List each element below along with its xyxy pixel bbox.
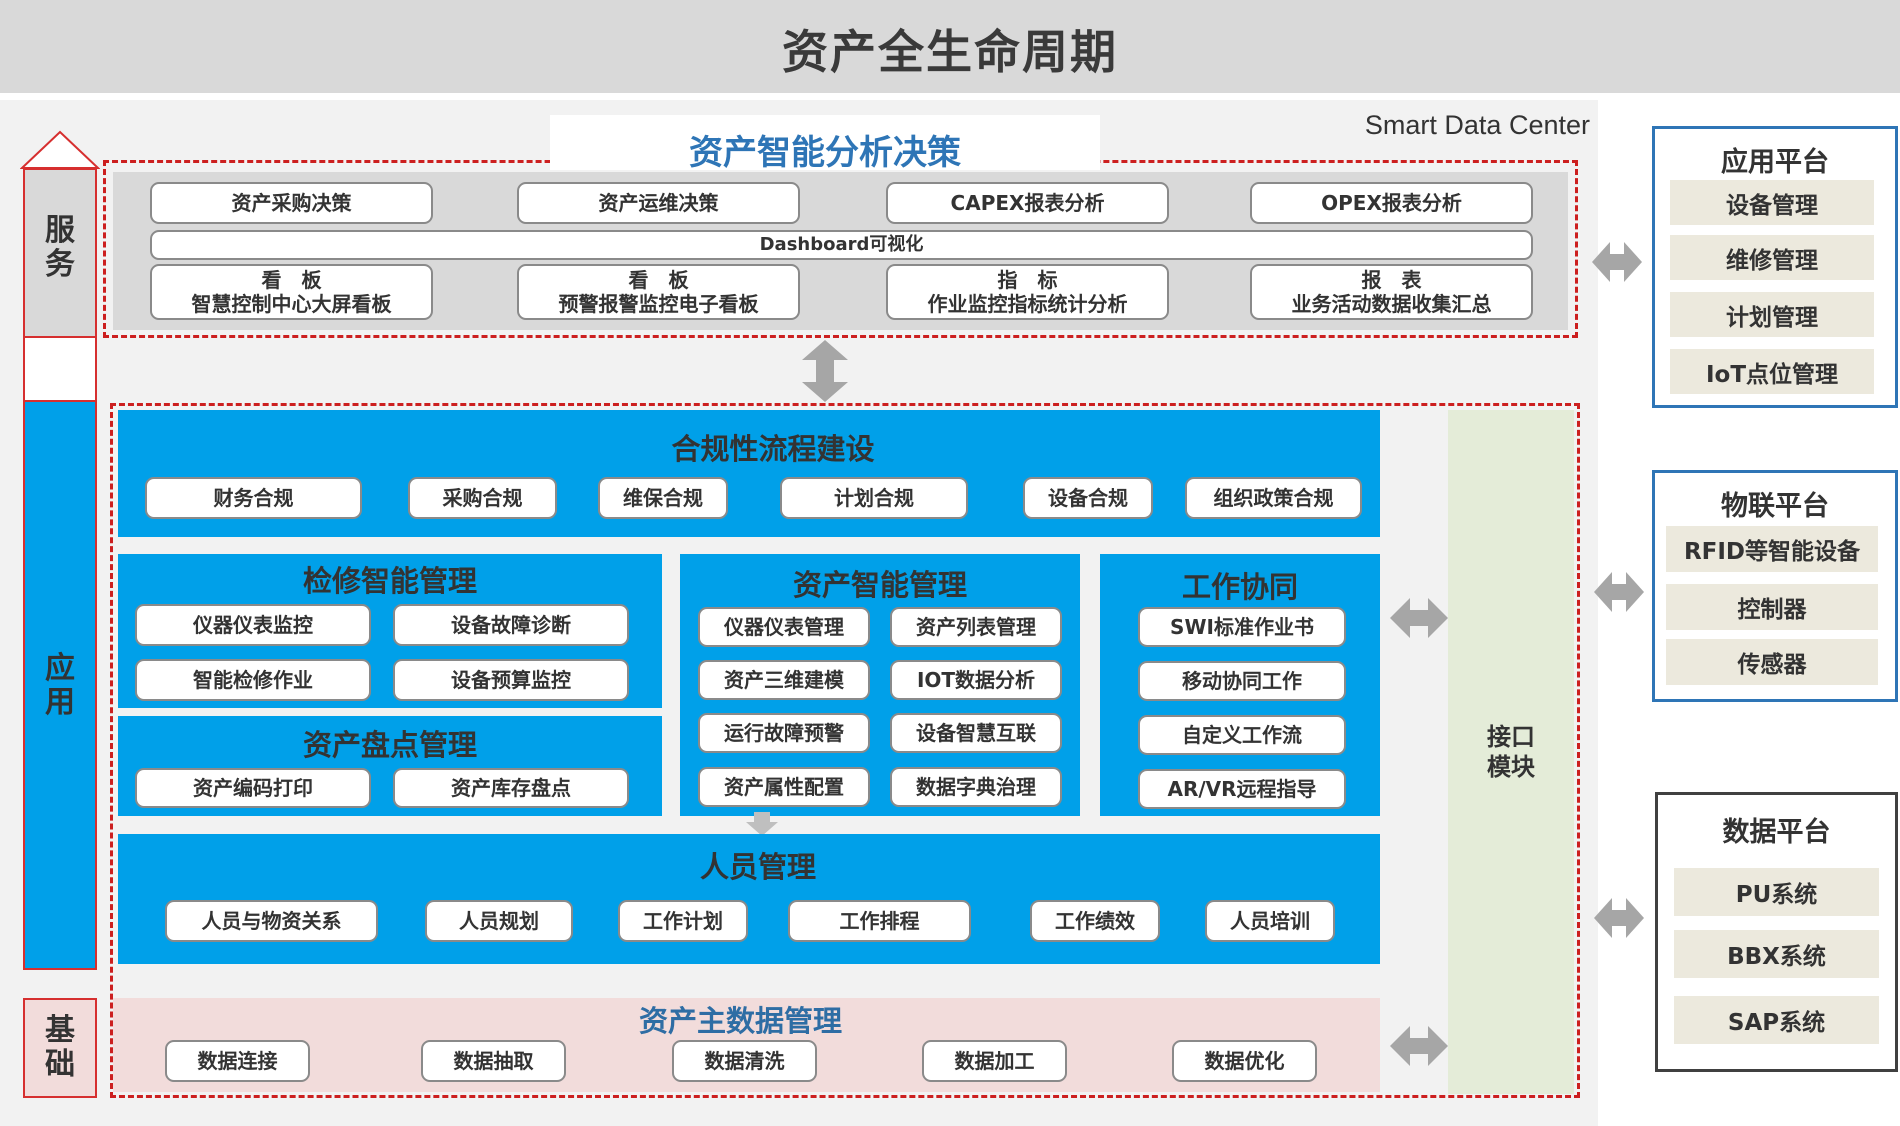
app-platform-title: 应用平台 <box>1721 147 1829 178</box>
decision-title-bg <box>550 115 1100 170</box>
master-data-item[interactable]: 数据连接 <box>165 1040 310 1082</box>
master-data-item[interactable]: 数据清洗 <box>672 1040 817 1082</box>
compliance-item[interactable]: 采购合规 <box>408 477 557 519</box>
sidebar-foundation <box>23 998 97 1098</box>
iot-platform-item[interactable]: 控制器 <box>1666 584 1878 630</box>
personnel-item[interactable]: 人员培训 <box>1205 900 1335 942</box>
master-data-item[interactable]: 数据加工 <box>922 1040 1067 1082</box>
data-platform-item[interactable]: PU系统 <box>1674 868 1879 916</box>
vertical-double-arrow <box>802 340 848 402</box>
decision-item[interactable]: OPEX报表分析 <box>1250 182 1533 224</box>
app-platform-item[interactable]: IoT点位管理 <box>1670 349 1874 394</box>
interface-line1: 接口 <box>1487 723 1535 751</box>
board-head: 看 板 <box>628 268 689 292</box>
board-sub: 业务活动数据收集汇总 <box>1291 292 1492 316</box>
board-sub: 智慧控制中心大屏看板 <box>191 292 392 316</box>
board-sub: 作业监控指标统计分析 <box>927 292 1128 316</box>
interface-module-label: 接口 模块 <box>1448 722 1574 786</box>
board-head: 报 表 <box>1361 268 1422 292</box>
interface-module <box>1448 410 1574 1094</box>
iot-platform-title: 物联平台 <box>1721 491 1829 522</box>
inventory-item[interactable]: 资产库存盘点 <box>393 768 629 808</box>
data-platform-item[interactable]: SAP系统 <box>1674 996 1879 1044</box>
interface-line2: 模块 <box>1487 753 1535 781</box>
sidebar-service-label: 服务 <box>45 213 75 282</box>
compliance-item[interactable]: 设备合规 <box>1023 477 1153 519</box>
decision-item[interactable]: 资产采购决策 <box>150 182 433 224</box>
board-head: 看 板 <box>261 268 322 292</box>
asset-intel-item[interactable]: IOT数据分析 <box>890 660 1062 700</box>
asset-intel-item[interactable]: 设备智慧互联 <box>890 713 1062 753</box>
application-section <box>110 403 1580 1098</box>
personnel-item[interactable]: 人员与物资关系 <box>165 900 378 942</box>
personnel-block <box>118 834 1380 964</box>
master-data-item[interactable]: 数据抽取 <box>421 1040 566 1082</box>
collab-item[interactable]: SWI标准作业书 <box>1138 607 1346 647</box>
iot-platform-item[interactable]: 传感器 <box>1666 639 1878 685</box>
page-title: 资产全生命周期 <box>782 25 1118 79</box>
collab-item[interactable]: 自定义工作流 <box>1138 715 1346 755</box>
down-arrow <box>746 812 778 836</box>
board-sub: 预警报警监控电子看板 <box>558 292 759 316</box>
decision-item[interactable]: CAPEX报表分析 <box>886 182 1169 224</box>
maintenance-item[interactable]: 设备预算监控 <box>393 659 629 701</box>
decision-board[interactable]: 报 表 业务活动数据收集汇总 <box>1250 264 1533 320</box>
data-platform-title: 数据平台 <box>1722 817 1831 848</box>
horizontal-double-arrow <box>1594 898 1644 938</box>
horizontal-double-arrow <box>1594 572 1644 612</box>
smart-data-center-label: Smart Data Center <box>1364 110 1590 140</box>
collab-title: 工作协同 <box>1181 570 1298 604</box>
personnel-item[interactable]: 工作绩效 <box>1030 900 1160 942</box>
master-data-item[interactable]: 数据优化 <box>1172 1040 1317 1082</box>
sidebar-application <box>23 400 97 970</box>
compliance-item[interactable]: 组织政策合规 <box>1185 477 1362 519</box>
compliance-item[interactable]: 计划合规 <box>780 477 968 519</box>
master-data-title: 资产主数据管理 <box>638 1004 842 1038</box>
asset-intel-item[interactable]: 资产列表管理 <box>890 607 1062 647</box>
sidebar-service <box>23 168 97 338</box>
asset-intel-item[interactable]: 资产属性配置 <box>698 767 870 807</box>
asset-intel-item[interactable]: 运行故障预警 <box>698 713 870 753</box>
asset-intel-item[interactable]: 数据字典治理 <box>890 767 1062 807</box>
title-bar <box>0 0 1900 93</box>
personnel-item[interactable]: 人员规划 <box>425 900 573 942</box>
app-platform-item[interactable]: 设备管理 <box>1670 180 1874 225</box>
compliance-item[interactable]: 财务合规 <box>145 477 362 519</box>
maintenance-title: 检修智能管理 <box>302 564 477 598</box>
decision-board[interactable]: 指 标 作业监控指标统计分析 <box>886 264 1169 320</box>
sidebar-arrow-top <box>20 130 100 169</box>
decision-board[interactable]: 看 板 智慧控制中心大屏看板 <box>150 264 433 320</box>
personnel-item[interactable]: 工作排程 <box>788 900 971 942</box>
horizontal-double-arrow <box>1592 242 1642 282</box>
sidebar-application-label: 应用 <box>45 651 75 720</box>
data-platform-item[interactable]: BBX系统 <box>1674 930 1879 978</box>
horizontal-double-arrow <box>1390 598 1448 638</box>
board-head: 指 标 <box>997 268 1058 292</box>
sidebar-foundation-label: 基础 <box>45 1013 75 1082</box>
inventory-item[interactable]: 资产编码打印 <box>135 768 371 808</box>
decision-board[interactable]: 看 板 预警报警监控电子看板 <box>517 264 800 320</box>
compliance-item[interactable]: 维保合规 <box>598 477 728 519</box>
horizontal-double-arrow <box>1390 1026 1448 1066</box>
decision-item[interactable]: 资产运维决策 <box>517 182 800 224</box>
maintenance-item[interactable]: 仪器仪表监控 <box>135 604 371 646</box>
personnel-item[interactable]: 工作计划 <box>618 900 748 942</box>
asset-intel-item[interactable]: 仪器仪表管理 <box>698 607 870 647</box>
app-platform-item[interactable]: 维修管理 <box>1670 235 1874 280</box>
personnel-title: 人员管理 <box>699 850 816 884</box>
compliance-title: 合规性流程建设 <box>671 432 875 466</box>
maintenance-item[interactable]: 智能检修作业 <box>135 659 371 701</box>
app-platform-item[interactable]: 计划管理 <box>1670 292 1874 337</box>
maintenance-item[interactable]: 设备故障诊断 <box>393 604 629 646</box>
asset-intel-title: 资产智能管理 <box>792 568 967 602</box>
inventory-title: 资产盘点管理 <box>302 728 477 762</box>
sidebar-gap <box>23 336 97 402</box>
decision-title: 资产智能分析决策 <box>689 133 961 173</box>
asset-intel-item[interactable]: 资产三维建模 <box>698 660 870 700</box>
collab-item[interactable]: 移动协同工作 <box>1138 661 1346 701</box>
dashboard-bar[interactable]: Dashboard可视化 <box>150 230 1533 260</box>
iot-platform-item[interactable]: RFID等智能设备 <box>1666 526 1878 572</box>
collab-item[interactable]: AR/VR远程指导 <box>1138 769 1346 809</box>
